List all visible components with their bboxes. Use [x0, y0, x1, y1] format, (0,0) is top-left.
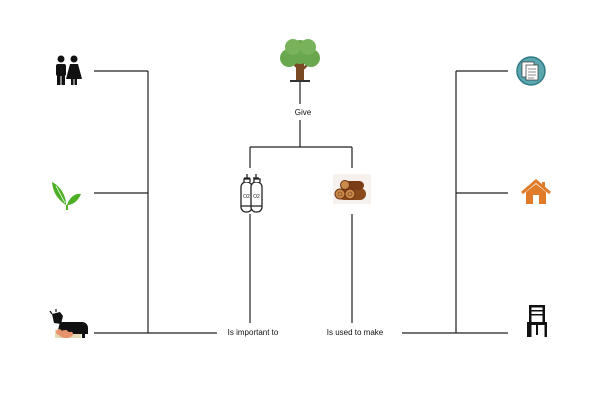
is-used-to-make-label: Is used to make [318, 327, 392, 338]
o2-text-right: O2 [253, 194, 260, 200]
paper-icon [516, 56, 546, 86]
plant-leaf-icon [52, 182, 81, 210]
house-icon [521, 179, 551, 204]
give-label: Give [288, 107, 318, 118]
tree-icon [280, 39, 320, 82]
wood-logs-icon [333, 174, 371, 204]
people-icon [56, 55, 82, 85]
chair-icon [527, 305, 547, 337]
oxygen-cylinders-icon [240, 174, 263, 213]
o2-text-left: O2 [243, 194, 250, 200]
connector-lines [94, 70, 508, 334]
is-important-to-label: Is important to [217, 327, 289, 338]
animals-icon [49, 309, 88, 338]
